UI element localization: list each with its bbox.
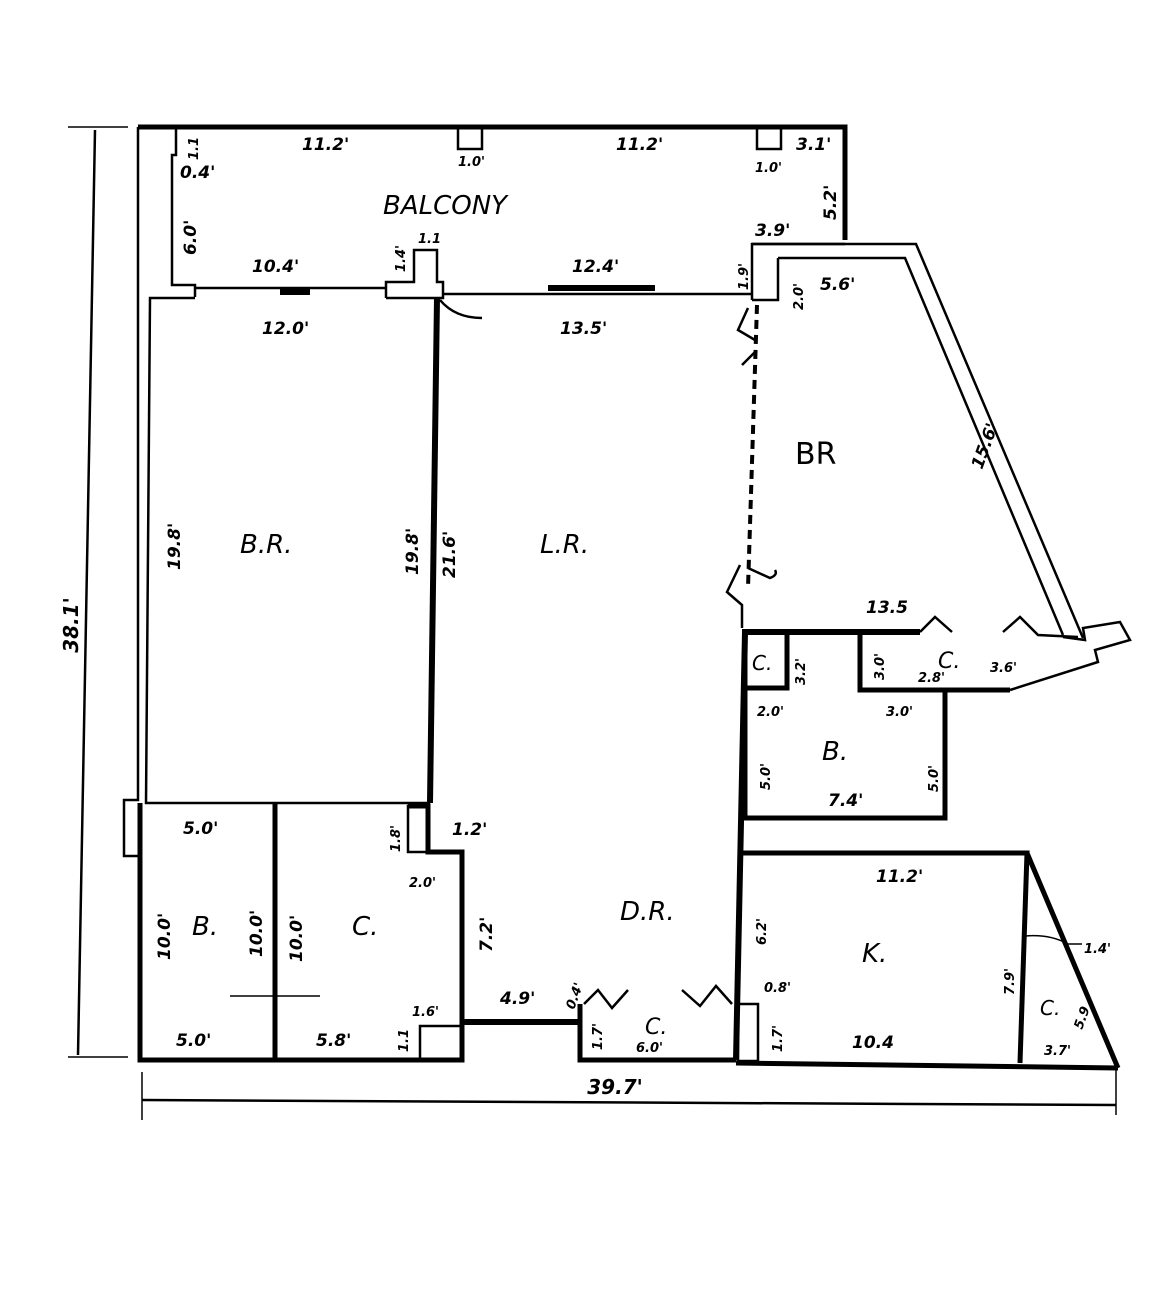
dim-closet-walkin-bottom: 5.8' (316, 1031, 351, 1051)
dim-closet-walkin-corner: 1.6' (412, 1005, 439, 1020)
dining-room: D.R. 1.2' 7.2' 4.9' 0.4' (452, 820, 675, 1025)
dim-dining-room-small: 0.4' (564, 981, 587, 1012)
dim-balcony-left-small: 1.1 (187, 137, 202, 160)
dim-master-bedroom-width: 12.0' (262, 319, 309, 339)
dim-living-room-left: 21.6' (440, 531, 460, 578)
exterior-left-wall (122, 127, 140, 858)
master-bedroom: B.R. 12.0' 19.8' 19.8' (144, 296, 483, 805)
room-label-closet-large: C. (938, 649, 960, 674)
overall-width-dimension: 39.7' (141, 1068, 1117, 1120)
room-label-kitchen: K. (862, 939, 887, 969)
dim-living-room-width: 13.5' (560, 319, 607, 339)
dim-master-bedroom-left: 19.8' (165, 523, 185, 570)
living-room: L.R. 13.5' 21.6' (440, 319, 607, 578)
dim-closet-walkin-post: 1.8' (389, 825, 404, 852)
closet-bedroom-2-large: C. 3.0' 2.8' 3.6' (857, 632, 1017, 693)
dim-balcony-step: 1.9' (737, 263, 752, 290)
dim-bath-1-bottom: 5.0' (176, 1031, 211, 1051)
room-label-balcony: BALCONY (383, 191, 509, 221)
dim-closet-walkin-left: 10.0' (287, 915, 307, 962)
dim-bath-2-left: 5.0' (759, 763, 774, 790)
dim-kitchen-left: 6.2' (755, 918, 770, 945)
room-label-closet-dining: C. (645, 1015, 667, 1040)
dim-closet-walkin-corner-side: 1.1 (397, 1029, 412, 1052)
overall-height-label: 38.1' (59, 597, 83, 652)
room-label-closet-kitchen: C. (1040, 996, 1060, 1020)
dim-dining-room-jog: 1.2' (452, 820, 487, 840)
dim-balcony-post-left: 1.0' (458, 155, 485, 170)
balcony: BALCONY 11.2' 11.2' 1.0' 1.0' 1.1 0.4' 6… (138, 124, 848, 300)
dim-bath-1-left: 10.0' (155, 913, 175, 960)
bath-2: B. 2.0' 3.0' 5.0' 5.0' 7.4' (742, 688, 948, 821)
dim-kitchen-post: 0.8' (764, 981, 791, 996)
kitchen: K. 11.2' 6.2' 0.8' 1.7' 10.4 7.9' (735, 850, 1119, 1071)
overall-height-dimension: 38.1' (59, 126, 128, 1058)
dim-closet-kitchen-side: 5.9 (1072, 1005, 1094, 1032)
dim-closet-kitchen-bottom: 3.7' (1044, 1044, 1071, 1059)
bath-1: B. 5.0' 5.0' 10.0' 10.0' (137, 803, 278, 1063)
dim-balcony-right-bottom: 3.9' (755, 221, 790, 241)
room-label-bath-2: B. (822, 737, 848, 767)
living-dining-right-wall (733, 631, 748, 1061)
dim-balcony-top-right: 11.2' (616, 135, 663, 155)
dim-balcony-post-right: 1.0' (755, 161, 782, 176)
dim-bath-2-top-left: 2.0' (757, 705, 784, 720)
dim-closet-dining-side: 1.7' (591, 1023, 606, 1050)
dim-bath-2-right: 5.0' (927, 765, 942, 792)
dim-closet-large-left: 3.0' (873, 653, 888, 680)
closet-kitchen: C. 1.4' 5.9 3.7' (1024, 852, 1121, 1069)
dim-bath-1-top: 5.0' (183, 819, 218, 839)
dim-balcony-left-offset: 0.4' (180, 163, 215, 183)
dim-bedroom-2-top: 5.6' (820, 275, 855, 295)
dim-balcony-bottom-right: 12.4' (572, 257, 619, 277)
dim-closet-walkin-top-right: 2.0' (409, 876, 436, 891)
dim-bath-2-top-right: 3.0' (886, 705, 913, 720)
dim-closet-small-side: 3.2' (794, 658, 809, 685)
room-label-living-room: L.R. (540, 530, 589, 560)
dim-dining-room-left: 7.2' (477, 917, 497, 952)
dim-balcony-left-depth: 6.0' (181, 220, 201, 255)
bedroom-2: BR 5.6' 2.0' 15.6' 13.5 (725, 242, 1132, 692)
dim-kitchen-top: 11.2' (876, 867, 923, 887)
dim-balcony-right-top: 3.1' (796, 135, 831, 155)
dim-balcony-post-height: 1.4' (394, 245, 409, 272)
dim-kitchen-bottom: 10.4 (852, 1033, 894, 1053)
dim-master-bedroom-right: 19.8' (403, 528, 423, 575)
dim-bedroom-2-diagonal: 15.6' (968, 421, 1003, 472)
dim-dining-room-bottom-left: 4.9' (499, 989, 535, 1009)
dim-kitchen-post-side: 1.7' (771, 1025, 786, 1052)
dim-bedroom-2-top-side: 2.0' (792, 283, 807, 310)
closet-dining: C. 1.7' 6.0' (577, 984, 736, 1063)
room-label-bedroom-2: BR (795, 437, 836, 472)
dim-balcony-post-width: 1.1 (418, 232, 441, 247)
dim-closet-kitchen-callout: 1.4' (1084, 942, 1111, 957)
room-label-closet-walkin: C. (352, 912, 378, 942)
dim-closet-dining-width: 6.0' (636, 1041, 663, 1056)
room-label-closet-small: C. (752, 651, 772, 675)
dim-bath-2-bottom: 7.4' (828, 791, 863, 811)
dim-bedroom-2-bottom: 13.5 (866, 598, 908, 618)
dim-balcony-top-left: 11.2' (302, 135, 349, 155)
room-label-dining-room: D.R. (620, 897, 675, 927)
room-label-bath-1: B. (192, 912, 218, 942)
dim-kitchen-right: 7.9' (1003, 968, 1018, 995)
overall-width-label: 39.7' (587, 1075, 642, 1099)
closet-walkin: C. 10.0' 5.8' 1.8' 2.0' 1.6' 1.1 (230, 803, 465, 1063)
closet-bedroom-2-small: C. 3.2' (742, 629, 809, 691)
dim-balcony-bottom-left: 10.4' (252, 257, 299, 277)
dim-balcony-right-depth: 5.2' (821, 185, 841, 220)
room-label-master-bedroom: B.R. (240, 530, 292, 560)
dim-bath-1-right: 10.0' (247, 910, 267, 957)
dim-closet-large-angled: 3.6' (990, 661, 1017, 676)
dim-closet-large-bottom: 2.8' (918, 671, 945, 686)
